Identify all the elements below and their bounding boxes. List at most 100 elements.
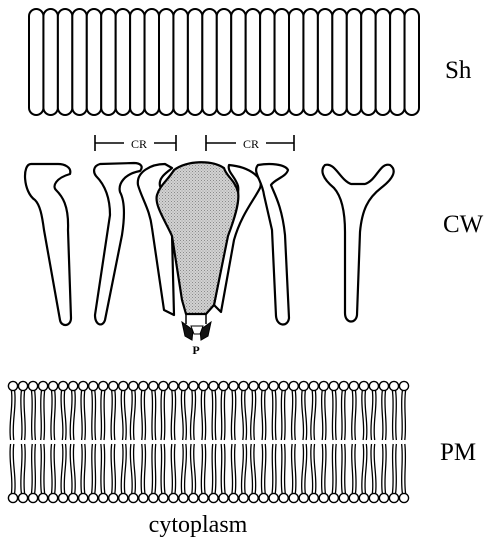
lipid-tail (371, 444, 373, 493)
lipid-tail (21, 391, 22, 440)
lipid-head-inner (179, 493, 188, 502)
lipid-tail (190, 391, 192, 440)
lipid-tail (302, 444, 304, 493)
lipid-tail (275, 391, 276, 440)
lipid-head-outer (38, 381, 47, 390)
lipid-tail (73, 391, 75, 440)
lipid-tail (251, 444, 253, 493)
lipid-tail (322, 444, 323, 493)
sheath-segment (72, 9, 86, 115)
lipid-tail (190, 444, 192, 493)
lipid-head-inner (18, 493, 27, 502)
lipid-tail (114, 444, 115, 493)
lipid-tail (382, 444, 383, 493)
lipid-head-inner (349, 493, 358, 502)
lipid-tail (194, 444, 196, 493)
sheath-segment (87, 9, 101, 115)
lipid-tail (141, 391, 142, 440)
lipid-tail (44, 391, 45, 440)
lipid-tail (171, 391, 172, 440)
lipid-head-inner (49, 493, 58, 502)
lipid-tail (291, 391, 292, 440)
cell-wall-unit-6 (322, 165, 393, 322)
lipid-head-inner (219, 493, 228, 502)
lipid-head-outer (49, 381, 58, 390)
lipid-tail (201, 444, 202, 493)
lipid-tail (332, 391, 333, 440)
sheath-segment (246, 9, 260, 115)
lipid-head-outer (259, 381, 268, 390)
lipid-head-inner (189, 493, 198, 502)
lipid-tail (272, 391, 273, 440)
lipid-tail (405, 444, 406, 493)
lipid-tail (95, 391, 96, 440)
lipid-tail (73, 444, 75, 493)
lipid-head-inner (99, 493, 108, 502)
lipid-tail (231, 444, 232, 493)
lipid-tail (365, 444, 367, 493)
lipid-head-inner (269, 493, 278, 502)
lipid-tail (54, 444, 55, 493)
lipid-head-inner (149, 493, 158, 502)
sheath-segment (130, 9, 144, 115)
lipid-tail (254, 391, 256, 440)
lipid-tail (291, 444, 292, 493)
sheath-segment (332, 9, 346, 115)
lipid-head-outer (59, 381, 68, 390)
lipid-tail (311, 391, 313, 440)
lipid-head-inner (59, 493, 68, 502)
lipid-tail (212, 444, 213, 493)
sheath-segment (303, 9, 317, 115)
lipid-tail (181, 444, 183, 493)
lipid-tail (302, 391, 304, 440)
lipid-head-outer (329, 381, 338, 390)
lipid-tail (21, 444, 22, 493)
lipid-tail (345, 444, 346, 493)
lipid-tail (241, 444, 243, 493)
lipid-head-inner (229, 493, 238, 502)
lipid-tail (41, 444, 42, 493)
lipid-tail (204, 444, 205, 493)
lipid-tail (392, 444, 393, 493)
lipid-tail (81, 391, 82, 440)
lipid-head-outer (279, 381, 288, 390)
sheath-segment (202, 9, 216, 115)
sheath-segment (145, 9, 159, 115)
lipid-head-inner (139, 493, 148, 502)
lipid-tail (374, 391, 376, 440)
lipid-tail (124, 391, 126, 440)
lipid-tail (224, 444, 225, 493)
lipid-tail (396, 444, 397, 493)
lipid-head-inner (369, 493, 378, 502)
lipid-tail (345, 391, 346, 440)
lipid-tail (341, 444, 342, 493)
sheath-segment (43, 9, 57, 115)
lipid-head-inner (329, 493, 338, 502)
lipid-tail (235, 391, 236, 440)
lipid-tail (155, 391, 156, 440)
lipid-tail (35, 391, 36, 440)
lipid-tail (215, 391, 216, 440)
lipid-tail (352, 444, 353, 493)
lipid-tail (362, 391, 364, 440)
lipid-tail (24, 444, 25, 493)
sheath-label: Sh (445, 57, 472, 84)
lipid-tail (31, 391, 32, 440)
cr-label-right: CR (243, 137, 259, 151)
lipid-head-inner (119, 493, 128, 502)
lipid-tail (322, 391, 323, 440)
lipid-head-inner (8, 493, 17, 502)
lipid-head-outer (159, 381, 168, 390)
lipid-tail (51, 444, 52, 493)
lipid-tail (374, 444, 376, 493)
lipid-tail (164, 391, 165, 440)
lipid-tail (41, 391, 42, 440)
lipid-tail (245, 444, 247, 493)
lipid-head-inner (209, 493, 218, 502)
lipid-tail (275, 444, 276, 493)
lipid-tail (124, 444, 126, 493)
lipid-tail (305, 391, 307, 440)
lipid-tail (10, 391, 12, 440)
lipid-head-outer (239, 381, 248, 390)
lipid-head-outer (199, 381, 208, 390)
